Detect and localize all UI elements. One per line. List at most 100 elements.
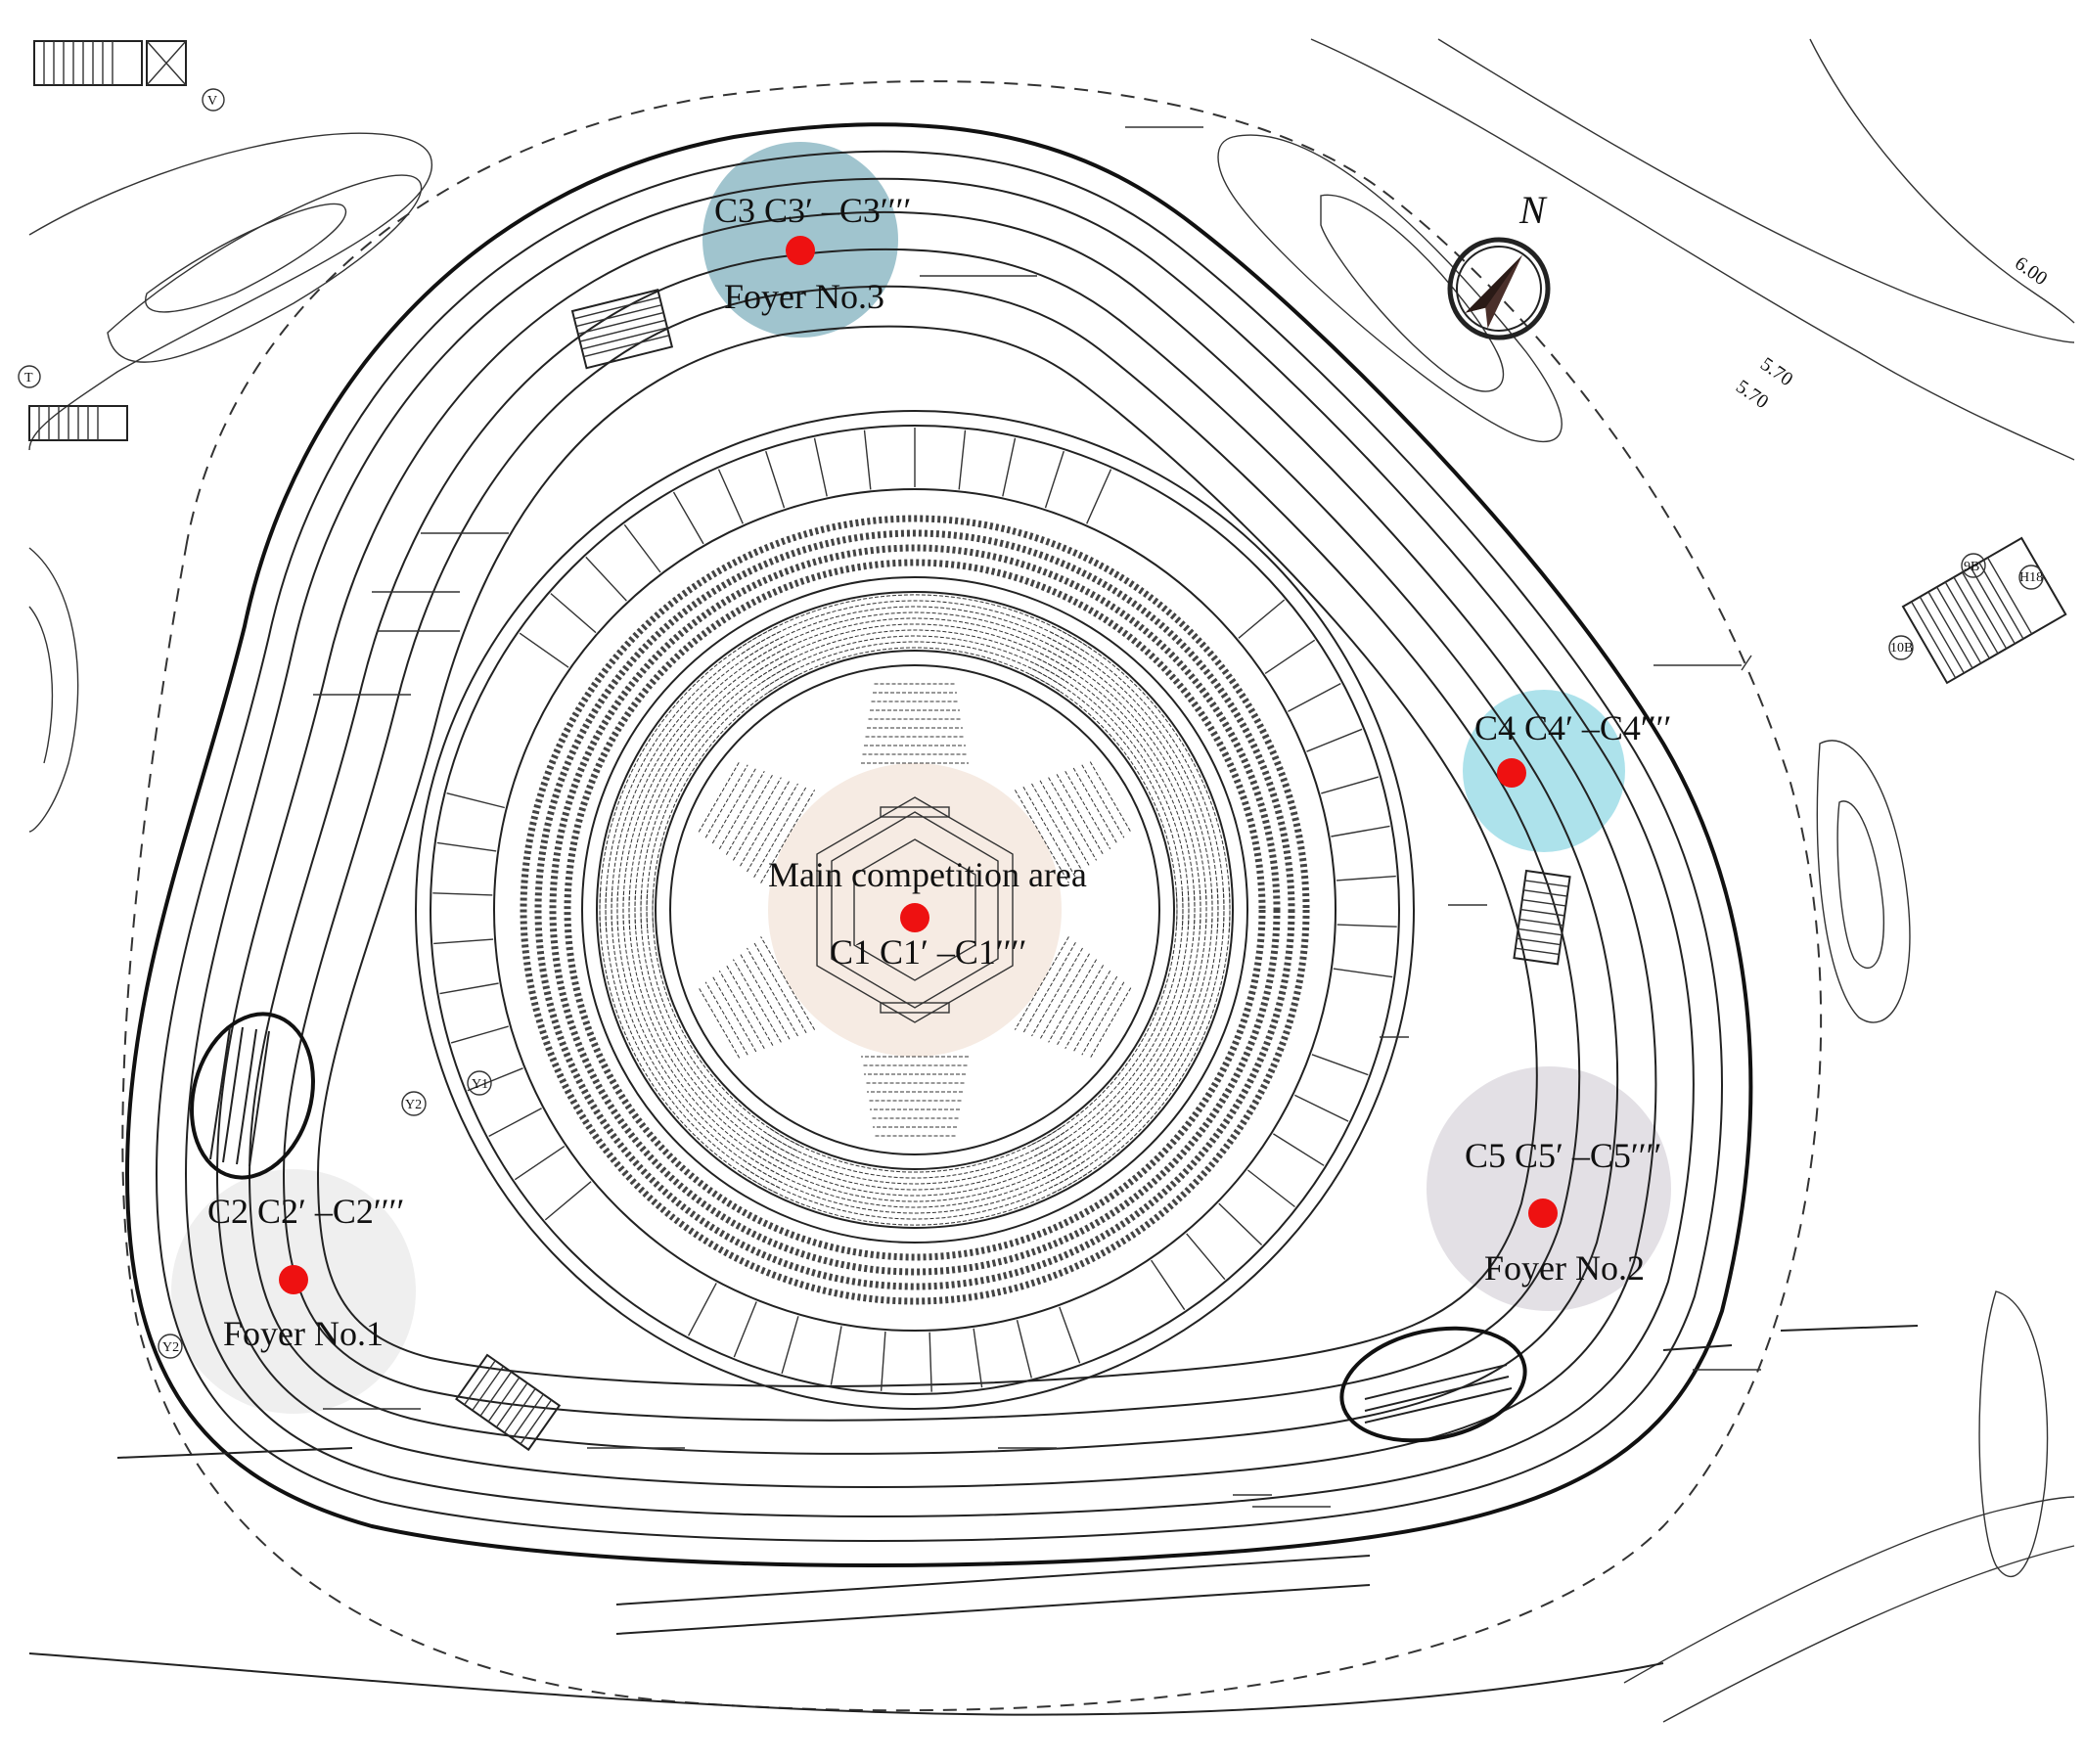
room-wall	[1186, 1233, 1226, 1281]
seat-row	[1065, 770, 1111, 850]
seating-section	[1014, 887, 1231, 1194]
seating-section	[599, 887, 816, 1194]
room-wall	[733, 1301, 757, 1358]
seat-row	[1089, 761, 1132, 833]
seat-row	[628, 889, 791, 1167]
seat-row	[745, 1160, 1085, 1214]
axis-marker-h18: H18	[2019, 570, 2043, 585]
seat-row	[732, 959, 782, 1043]
seat-row	[1029, 673, 1178, 928]
room-wall	[1321, 776, 1380, 794]
axis-marker-9b: 9B	[1964, 560, 1979, 574]
north-label: N	[1518, 188, 1548, 232]
room-wall	[585, 556, 627, 602]
seat-row	[747, 783, 798, 873]
room-wall	[467, 1067, 523, 1092]
room-wall	[687, 1283, 717, 1336]
seat-row	[718, 970, 765, 1050]
room-wall	[1151, 1259, 1186, 1311]
seat-row	[751, 1151, 1078, 1202]
seat-row	[1081, 981, 1125, 1056]
outer-shell	[28, 122, 1919, 1716]
room-wall	[544, 1181, 592, 1221]
seat-row	[745, 606, 1085, 659]
room-wall	[550, 593, 597, 634]
point-c3-marker	[786, 236, 815, 265]
axis-marker-y2-b: Y2	[162, 1340, 179, 1355]
seat-row	[1056, 774, 1105, 855]
room-wall	[1273, 1133, 1325, 1166]
seat-row	[761, 635, 1068, 684]
axis-marker-y1: Y1	[472, 1077, 488, 1092]
room-wall	[1016, 1320, 1032, 1379]
foyer2-title: Foyer No.2	[1484, 1248, 1645, 1288]
axis-marker-v: V	[207, 94, 217, 109]
room-wall	[1086, 469, 1112, 524]
room-wall	[1246, 1169, 1295, 1208]
foyer3-title: Foyer No.3	[724, 277, 884, 316]
seat-row	[1014, 790, 1069, 883]
room-wall	[1002, 437, 1017, 497]
seat-row	[732, 777, 782, 861]
room-wall	[1311, 1054, 1369, 1076]
seat-row	[1029, 891, 1178, 1147]
seat-row	[1045, 642, 1213, 931]
compass-icon	[1447, 237, 1551, 340]
seat-row	[1045, 888, 1213, 1178]
room-wall	[1059, 1306, 1081, 1364]
seat-row	[740, 953, 791, 1040]
room-wall	[514, 1146, 566, 1181]
seat-row	[698, 761, 741, 833]
room-wall	[1306, 728, 1363, 752]
room-wall	[863, 430, 872, 490]
seat-row	[634, 657, 793, 930]
room-wall	[433, 938, 494, 945]
seat-row	[1039, 953, 1090, 1040]
seat-row	[1037, 889, 1196, 1162]
contour-label-600: 6.00	[2011, 252, 2051, 290]
seating-section	[1014, 626, 1231, 932]
seat-row	[711, 975, 757, 1053]
seat-row	[748, 611, 1082, 664]
seat-row	[1039, 780, 1090, 867]
competition-court	[816, 796, 1014, 1023]
room-wall	[519, 632, 569, 668]
seat-row	[718, 770, 765, 850]
room-wall	[672, 491, 704, 545]
seat-row	[761, 1136, 1068, 1185]
seat-row	[767, 647, 1063, 694]
room-wall	[1336, 875, 1396, 882]
main-area-title: Main competition area	[768, 855, 1087, 894]
seat-row	[1037, 657, 1196, 930]
seat-row	[725, 965, 774, 1046]
seat-row	[652, 673, 800, 928]
room-wall	[880, 1331, 886, 1391]
seat-row	[1042, 647, 1207, 930]
room-wall	[450, 1025, 509, 1044]
seat-row	[754, 1146, 1075, 1197]
seat-row	[1031, 668, 1184, 929]
room-wall	[830, 1326, 842, 1385]
seat-row	[646, 890, 798, 1152]
axis-marker-y2-a: Y2	[405, 1098, 422, 1112]
room-wall	[446, 792, 505, 809]
room-wall	[717, 469, 744, 524]
room-wall	[958, 430, 967, 490]
seat-row	[605, 631, 780, 932]
seat-row	[1050, 631, 1225, 932]
stairs	[28, 40, 2067, 1452]
seat-row	[742, 1165, 1088, 1220]
seat-row	[757, 629, 1072, 679]
seat-row	[748, 1155, 1082, 1208]
point-c5-marker	[1528, 1199, 1558, 1228]
foyer1-points: C2 C2′ –C2′′′′	[207, 1192, 404, 1231]
seating-bowl	[415, 410, 1415, 1410]
seat-row	[1031, 947, 1083, 1037]
c4-zone	[1463, 690, 1625, 852]
room-wall	[1293, 1094, 1349, 1122]
room-wall	[1336, 924, 1397, 927]
seat-row	[622, 889, 788, 1173]
seat-row	[1031, 890, 1184, 1152]
seat-row	[611, 636, 783, 931]
